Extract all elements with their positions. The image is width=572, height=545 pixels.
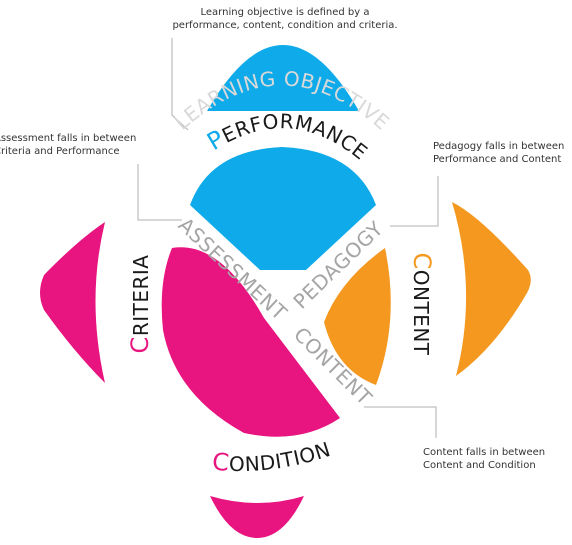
note-left-line-2: Criteria and Performance [0, 146, 120, 157]
note-right-line-1: Pedagogy falls in between [433, 141, 565, 152]
note-top-line-2: performance, content, condition and crit… [172, 20, 398, 31]
criteria-rest: RITERIA [129, 255, 153, 337]
leader-line-left [137, 164, 182, 221]
note-left-line-1: Assessment falls in between [0, 133, 137, 144]
criteria-initial: C [126, 336, 154, 353]
note-assessment: Assessment falls in between Criteria and… [0, 132, 136, 158]
leader-line-bottom [364, 406, 437, 438]
content-outer-initial: C [408, 253, 436, 270]
content-inner-shape [324, 248, 391, 385]
condition-rest: ONDITION [229, 437, 334, 476]
content-outer-wing [452, 202, 531, 376]
condition-outer-wing [210, 496, 304, 538]
note-bottom-line-2: Content and Condition [423, 460, 536, 471]
criteria-label: CRITERIA [126, 255, 154, 354]
leader-line-top [171, 38, 189, 131]
performance-inner-shape [190, 147, 376, 270]
criteria-outer-wing [40, 222, 105, 383]
note-bottom-line-1: Content falls in between [423, 447, 546, 458]
performance-outer-wing [207, 45, 359, 111]
criteria-condition-inner-shape [161, 247, 340, 437]
note-top-line-1: Learning objective is defined by a [200, 7, 370, 18]
leader-line-right [390, 176, 439, 227]
leader-lines [137, 38, 439, 438]
note-pedagogy: Pedagogy falls in between Performance an… [433, 140, 564, 166]
condition-initial: C [211, 448, 231, 477]
note-right-line-2: Performance and Content [433, 154, 562, 165]
note-content: Content falls in between Content and Con… [423, 446, 545, 472]
note-learning-objective: Learning objective is defined by a perfo… [150, 6, 420, 32]
condition-label: CONDITION [211, 437, 333, 477]
content-outer-label: CONTENT [408, 253, 436, 356]
content-outer-rest: ONTENT [409, 270, 433, 356]
